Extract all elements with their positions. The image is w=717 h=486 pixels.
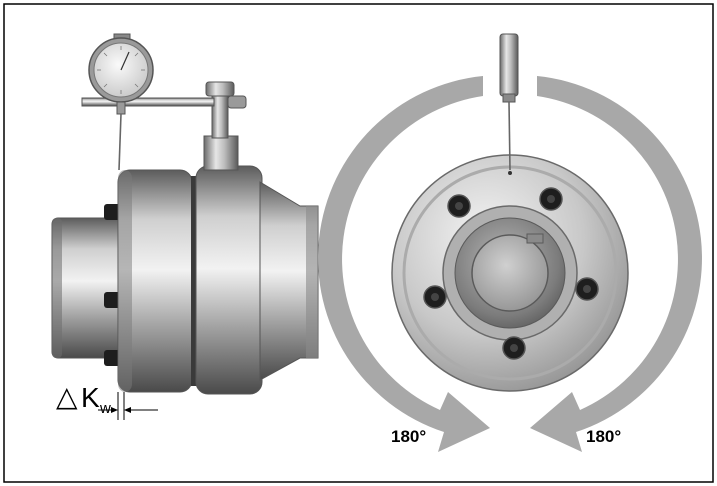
indicator-probe bbox=[508, 101, 511, 171]
displacement-symbol: K bbox=[81, 382, 100, 413]
indicator-arm bbox=[81, 97, 215, 107]
rotation-angle-left: 180° bbox=[391, 427, 426, 446]
bolt-socket bbox=[510, 344, 518, 352]
left-hub-edge bbox=[52, 218, 62, 358]
dial-needle bbox=[120, 51, 130, 71]
dial-probe bbox=[118, 113, 122, 171]
bolt-socket bbox=[455, 202, 463, 210]
bolt-socket bbox=[547, 195, 555, 203]
dial-ticks bbox=[97, 46, 145, 94]
flange-gap bbox=[191, 176, 197, 386]
rotation-arrow-left bbox=[318, 76, 490, 452]
dimension-arrowhead bbox=[124, 407, 131, 413]
keyway bbox=[526, 233, 544, 244]
probe-contact-point bbox=[508, 171, 512, 175]
shaft-bore bbox=[471, 234, 549, 312]
dimension-arrowhead bbox=[111, 407, 118, 413]
clamp-screw bbox=[227, 95, 247, 109]
coupling-front-view: 180° 180° bbox=[318, 33, 702, 452]
coupling-side-view: △ K w bbox=[51, 33, 319, 420]
rotation-arrow-right bbox=[530, 76, 702, 452]
indicator-clamp-base bbox=[203, 135, 239, 171]
right-hub-face bbox=[306, 206, 318, 358]
left-hub bbox=[51, 217, 125, 359]
indicator-edge-view bbox=[499, 33, 519, 97]
displacement-subscript: w bbox=[99, 400, 111, 417]
delta-symbol: △ bbox=[56, 381, 78, 412]
rotation-angle-right: 180° bbox=[586, 427, 621, 446]
right-flange bbox=[195, 165, 263, 395]
indicator-post-cap bbox=[205, 81, 235, 97]
indicator-edge-stem bbox=[502, 93, 516, 103]
left-flange-edge bbox=[118, 170, 132, 392]
bolt-socket bbox=[583, 285, 591, 293]
bolt-socket bbox=[431, 293, 439, 301]
face-bolts bbox=[423, 187, 599, 360]
dial-stem bbox=[116, 101, 126, 115]
